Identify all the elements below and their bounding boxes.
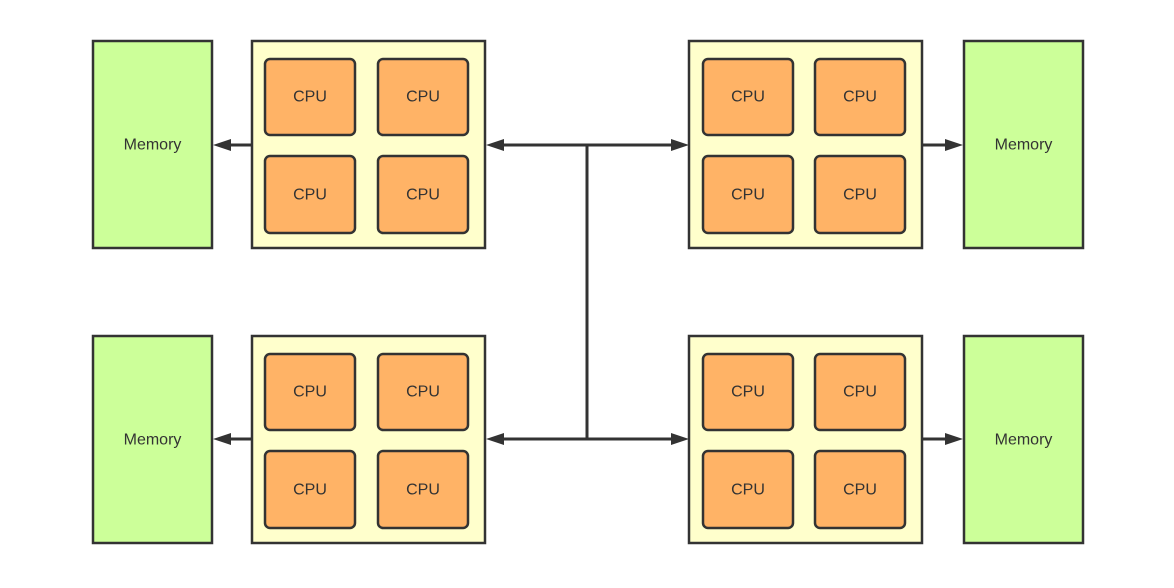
cpu-label: CPU (843, 384, 877, 401)
cpu-block (263, 352, 357, 432)
memory-block (962, 39, 1085, 250)
cpu-block (263, 449, 357, 530)
arrow-to-memory-icon (945, 139, 963, 151)
cpu-label: CPU (843, 482, 877, 499)
cpu-block (701, 449, 795, 530)
numa-group-top-right: CPU CPU CPU CPU Memory (687, 39, 1085, 250)
arrow-to-bottom-right-node-icon (671, 433, 689, 445)
memory-block (91, 39, 214, 250)
memory-label: Memory (995, 432, 1053, 449)
cpu-block (813, 57, 907, 137)
cpu-label: CPU (843, 89, 877, 106)
cpu-label: CPU (406, 89, 440, 106)
cpu-block (376, 154, 470, 235)
numa-group-bottom-right: CPU CPU CPU CPU Memory (687, 334, 1085, 545)
cpu-label: CPU (406, 482, 440, 499)
cpu-label: CPU (731, 482, 765, 499)
cpu-block (376, 352, 470, 432)
cpu-label: CPU (293, 384, 327, 401)
cpu-label: CPU (406, 384, 440, 401)
arrow-to-top-right-node-icon (671, 139, 689, 151)
cpu-label: CPU (406, 187, 440, 204)
cpu-label: CPU (731, 89, 765, 106)
memory-block (91, 334, 214, 545)
memory-label: Memory (124, 137, 182, 154)
arrow-to-memory-icon (213, 139, 231, 151)
arrow-to-top-left-node-icon (486, 139, 504, 151)
cpu-block (701, 154, 795, 235)
cpu-label: CPU (293, 482, 327, 499)
cpu-block (376, 57, 470, 137)
cpu-block (813, 154, 907, 235)
interconnect-bus (486, 139, 689, 445)
cpu-block (813, 352, 907, 432)
cpu-block (813, 449, 907, 530)
cpu-block (263, 57, 357, 137)
cpu-block (701, 352, 795, 432)
cpu-block (376, 449, 470, 530)
cpu-block (263, 154, 357, 235)
cpu-label: CPU (293, 89, 327, 106)
memory-label: Memory (124, 432, 182, 449)
cpu-label: CPU (293, 187, 327, 204)
cpu-label: CPU (731, 187, 765, 204)
arrow-to-memory-icon (213, 433, 231, 445)
arrow-to-bottom-left-node-icon (486, 433, 504, 445)
numa-group-bottom-left: Memory CPU CPU CPU CPU (91, 334, 487, 545)
numa-group-top-left: Memory CPU CPU CPU CPU (91, 39, 487, 250)
cpu-label: CPU (731, 384, 765, 401)
arrow-to-memory-icon (945, 433, 963, 445)
memory-label: Memory (995, 137, 1053, 154)
cpu-label: CPU (843, 187, 877, 204)
cpu-block (701, 57, 795, 137)
memory-block (962, 334, 1085, 545)
